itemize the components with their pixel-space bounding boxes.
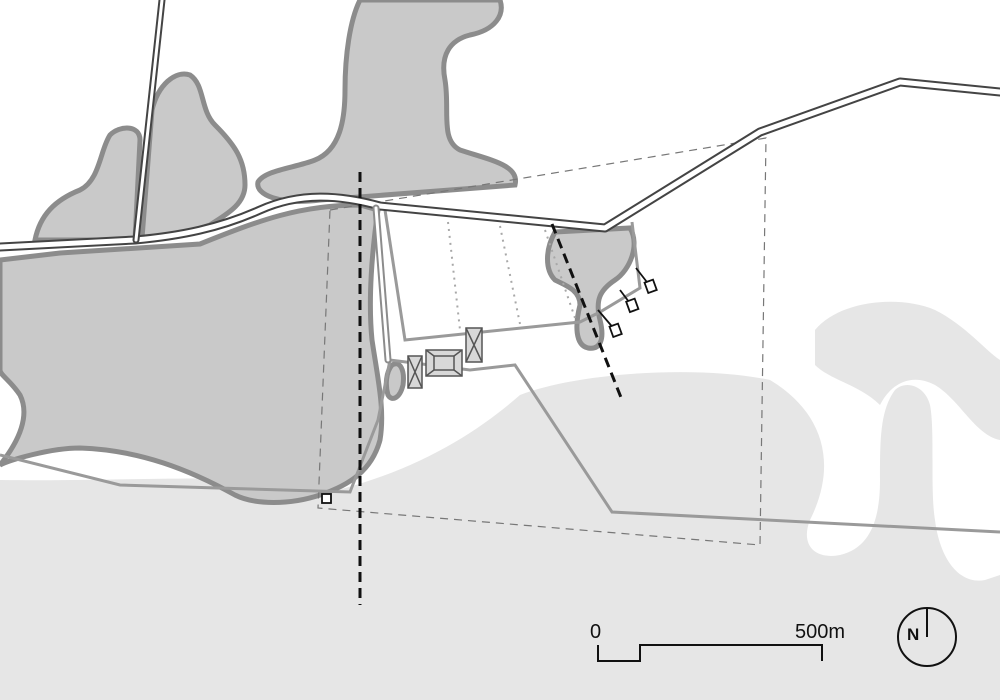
- plot-divisions: [447, 221, 576, 331]
- scale-bar: 0 500m: [590, 621, 845, 662]
- north-road-fill: [134, 0, 164, 242]
- open-land-areas: [0, 301, 1000, 700]
- woodland-east-copse: [545, 225, 637, 351]
- scale-bar-graphic: [597, 644, 823, 662]
- woodland-north-finger: [255, 0, 518, 204]
- scale-bar-start-label: 0: [590, 621, 601, 643]
- turbine-2: [619, 289, 640, 314]
- access-track-fill: [374, 206, 390, 362]
- woodland-northwest-a: [31, 125, 143, 243]
- building-main: [425, 349, 463, 377]
- plot-line-3: [544, 229, 576, 319]
- turbine-1: [597, 309, 623, 339]
- buildings: [407, 327, 483, 389]
- scale-bar-end-label: 500m: [795, 621, 845, 643]
- north-arrow-label: N: [907, 625, 919, 644]
- turbine-3: [635, 267, 658, 295]
- section-lines: [358, 172, 624, 605]
- plot-line-2: [499, 225, 521, 325]
- marker-square-sw: [321, 493, 332, 504]
- north-arrow: N: [897, 607, 957, 667]
- markers: [321, 267, 658, 504]
- building-east: [465, 327, 483, 363]
- site-boundary-dashed: [317, 137, 767, 546]
- roads: [0, 0, 1000, 364]
- woodland-northwest-b: [139, 71, 248, 241]
- building-west: [407, 355, 423, 389]
- field-area-east: [815, 301, 1000, 440]
- woodland-areas: [0, 0, 637, 505]
- field-area-south: [0, 372, 1000, 700]
- plot-line-1: [447, 221, 461, 331]
